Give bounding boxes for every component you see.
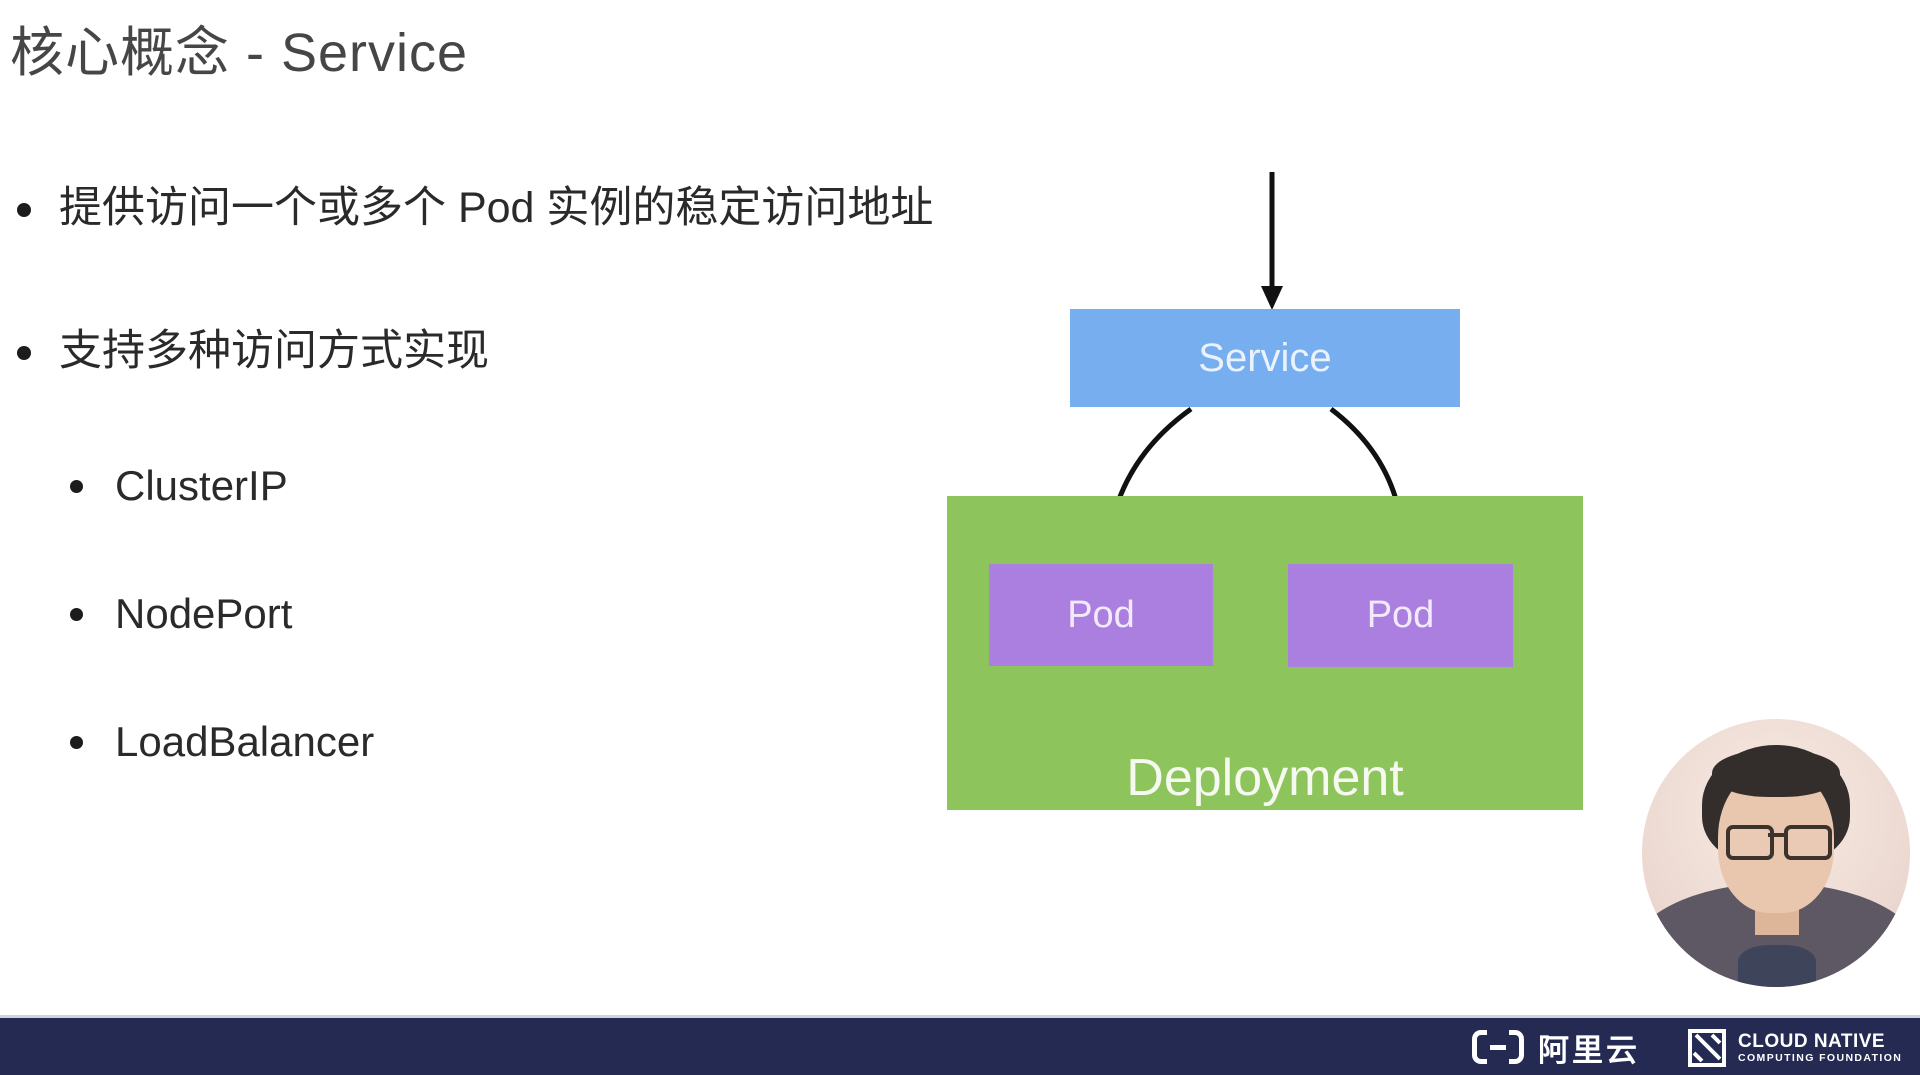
- footer-bar: 阿里云 CLOUD NATIVE COMPUTING FOUNDATION: [0, 1015, 1920, 1075]
- sub-bullet-item: LoadBalancer: [70, 717, 374, 767]
- alibaba-logo-text: 阿里云: [1538, 1032, 1640, 1068]
- service-label: Service: [1198, 335, 1332, 380]
- presenter-webcam: [1642, 719, 1910, 987]
- bullet-dot: [17, 346, 31, 360]
- glasses-right-lens: [1784, 825, 1832, 860]
- cncf-line1: CLOUD NATIVE: [1738, 1030, 1886, 1052]
- sub-bullet-item: ClusterIP: [70, 461, 288, 511]
- pod-node: Pod: [989, 564, 1213, 666]
- bullet-dot: [70, 608, 83, 621]
- bullet-text: 支持多种访问方式实现: [59, 327, 489, 375]
- pod-node: Pod: [1288, 564, 1513, 667]
- bullet-dot: [70, 736, 83, 749]
- sub-bullet-text: ClusterIP: [115, 462, 288, 509]
- bullet-item: 支持多种访问方式实现: [17, 326, 489, 378]
- alibaba-logo-icon: [1490, 1044, 1506, 1050]
- glasses-bridge: [1768, 833, 1786, 837]
- sub-bullet-text: LoadBalancer: [115, 718, 375, 765]
- cncf-logo: CLOUD NATIVE COMPUTING FOUNDATION: [1686, 1026, 1902, 1070]
- presenter-hair-fringe: [1712, 749, 1840, 797]
- glasses-left-lens: [1726, 825, 1774, 860]
- page-title: 核心概念 - Service: [10, 23, 469, 83]
- bullet-dot: [17, 203, 31, 217]
- sub-bullet-text: NodePort: [115, 590, 293, 637]
- cncf-logo-text: CLOUD NATIVE COMPUTING FOUNDATION: [1738, 1030, 1903, 1065]
- pod-label: Pod: [1366, 594, 1435, 636]
- deployment-node: Pod Pod Deployment: [947, 496, 1583, 810]
- bullet-item: 提供访问一个或多个 Pod 实例的稳定访问地址: [17, 183, 933, 235]
- sub-bullet-item: NodePort: [70, 589, 292, 639]
- service-node: Service: [1070, 309, 1460, 407]
- deployment-label: Deployment: [1126, 749, 1404, 808]
- alibaba-logo-icon: [1472, 1030, 1487, 1064]
- bullet-text: 提供访问一个或多个 Pod 实例的稳定访问地址: [59, 184, 934, 232]
- cncf-line2: COMPUTING FOUNDATION: [1738, 1051, 1903, 1064]
- cncf-logo-icon: [1688, 1029, 1726, 1067]
- bullet-dot: [70, 480, 83, 493]
- alibaba-cloud-logo: 阿里云: [1472, 1028, 1640, 1068]
- pod-label: Pod: [1067, 593, 1135, 636]
- alibaba-logo-icon: [1509, 1030, 1524, 1064]
- presenter-collar: [1738, 945, 1816, 987]
